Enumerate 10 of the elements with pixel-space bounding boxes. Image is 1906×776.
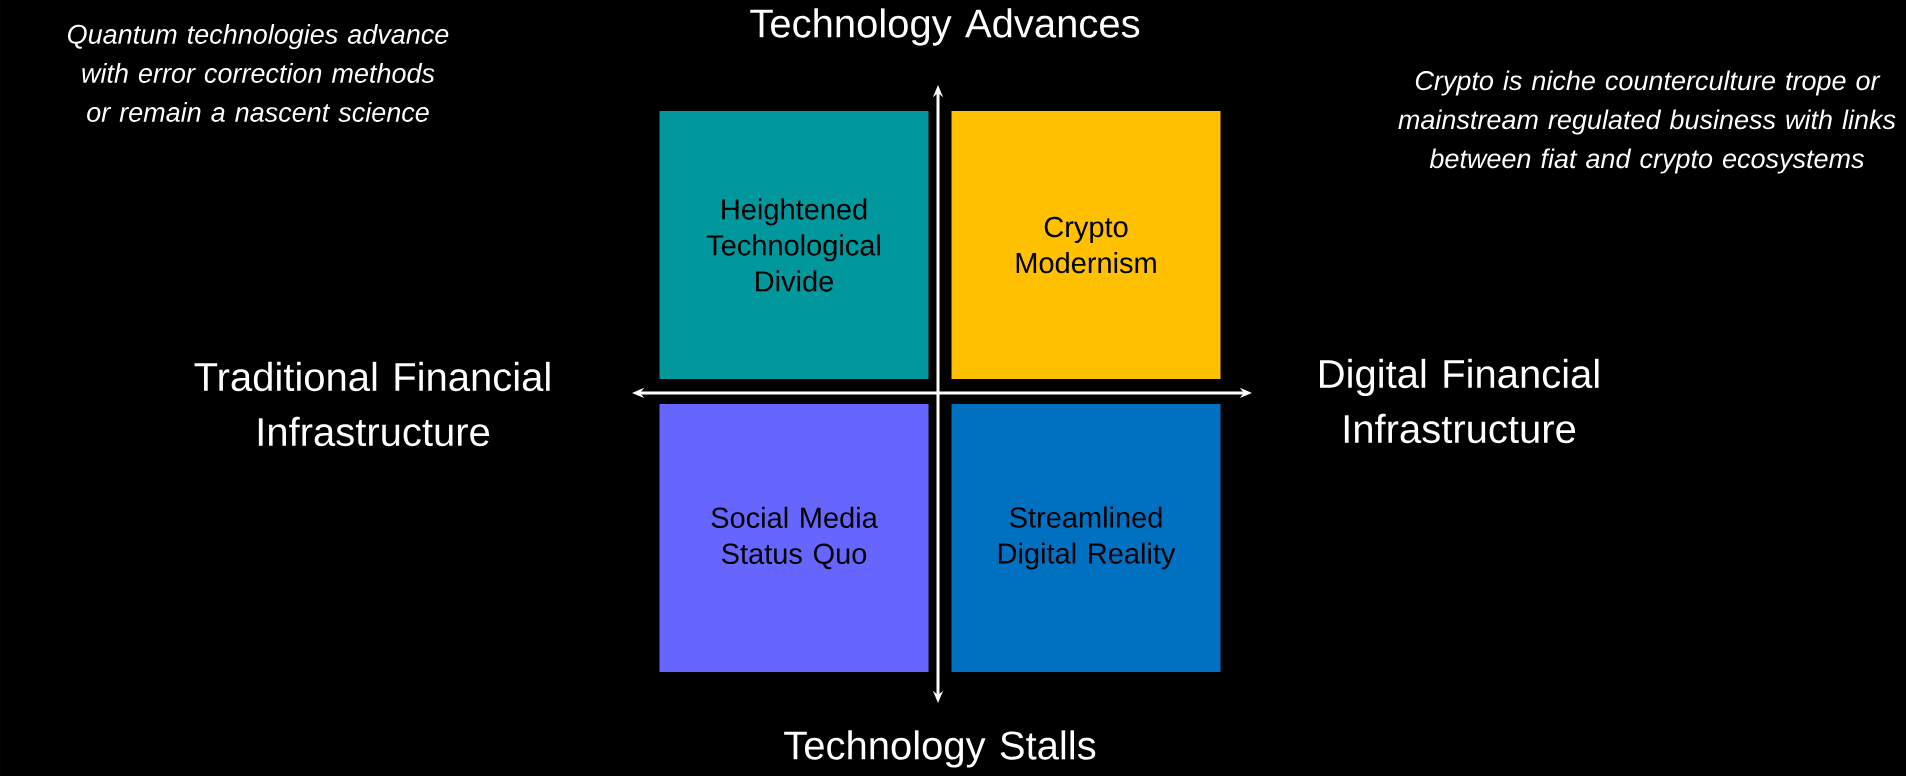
scenario-box: Heightened Technological Divide (659, 111, 929, 379)
scenario-box: Streamlined Digital Reality (951, 404, 1221, 672)
note-text: Quantum technologies advance with error correction methods or remain a nascent science (67, 24, 449, 122)
note-text: Crypto is niche counterculture trope or mainstream regulated business with links between fiat and crypto ecosystems (1398, 70, 1896, 174)
scenario-box: Crypto Modernism (951, 111, 1221, 379)
axis-label: Traditional Financial Infrastructure (194, 361, 550, 447)
axis-label: Digital Financial Infrastructure (1320, 358, 1599, 444)
scenario-box: Social Media Status Quo (659, 404, 929, 672)
axis-label: Technology Stalls (784, 730, 1096, 768)
axis-label: Technology Advances (750, 8, 1140, 46)
